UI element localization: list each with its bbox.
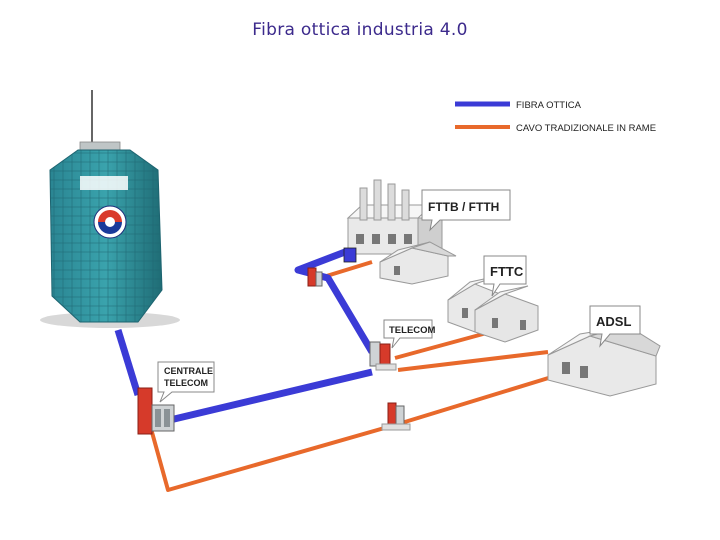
centrale-label-line1: CENTRALE [164,366,213,376]
telecom-label: TELECOM [383,319,436,349]
adsl-label: ADSL [589,305,641,348]
cabinet-fttb [307,267,323,287]
copper-cable-adsl [397,350,549,372]
house-fttb [379,241,457,285]
telecom-tower [49,90,163,323]
fttc-label: FTTC [483,255,527,297]
adsl-label-text: ADSL [596,314,631,329]
legend: FIBRA OTTICA CAVO TRADIZIONALE IN RAME [455,100,656,134]
centrale-telecom-equipment [137,387,175,435]
copper-cables [148,260,569,492]
telecom-label-text: TELECOM [389,325,436,336]
legend-fiber-label: FIBRA OTTICA [516,100,582,111]
street-cabinet-lower [381,402,411,431]
fttb-label: FTTB / FTTH [421,189,511,232]
fttb-label-text: FTTB / FTTH [428,200,499,214]
legend-copper-label: CAVO TRADIZIONALE IN RAME [516,123,656,134]
fttc-label-text: FTTC [490,264,524,279]
fiber-cable-tower [114,328,142,397]
centrale-label-line2: TELECOM [164,378,208,388]
copper-cable-bottom [148,423,396,492]
copper-cable-right [394,370,569,427]
telecom-street-cabinet [369,341,397,371]
houses-fttc [447,275,539,343]
fiber-cable-main [169,368,373,424]
centrale-telecom-label: CENTRALE TELECOM [157,361,215,403]
page-title: Fibra ottica industria 4.0 [252,20,468,40]
